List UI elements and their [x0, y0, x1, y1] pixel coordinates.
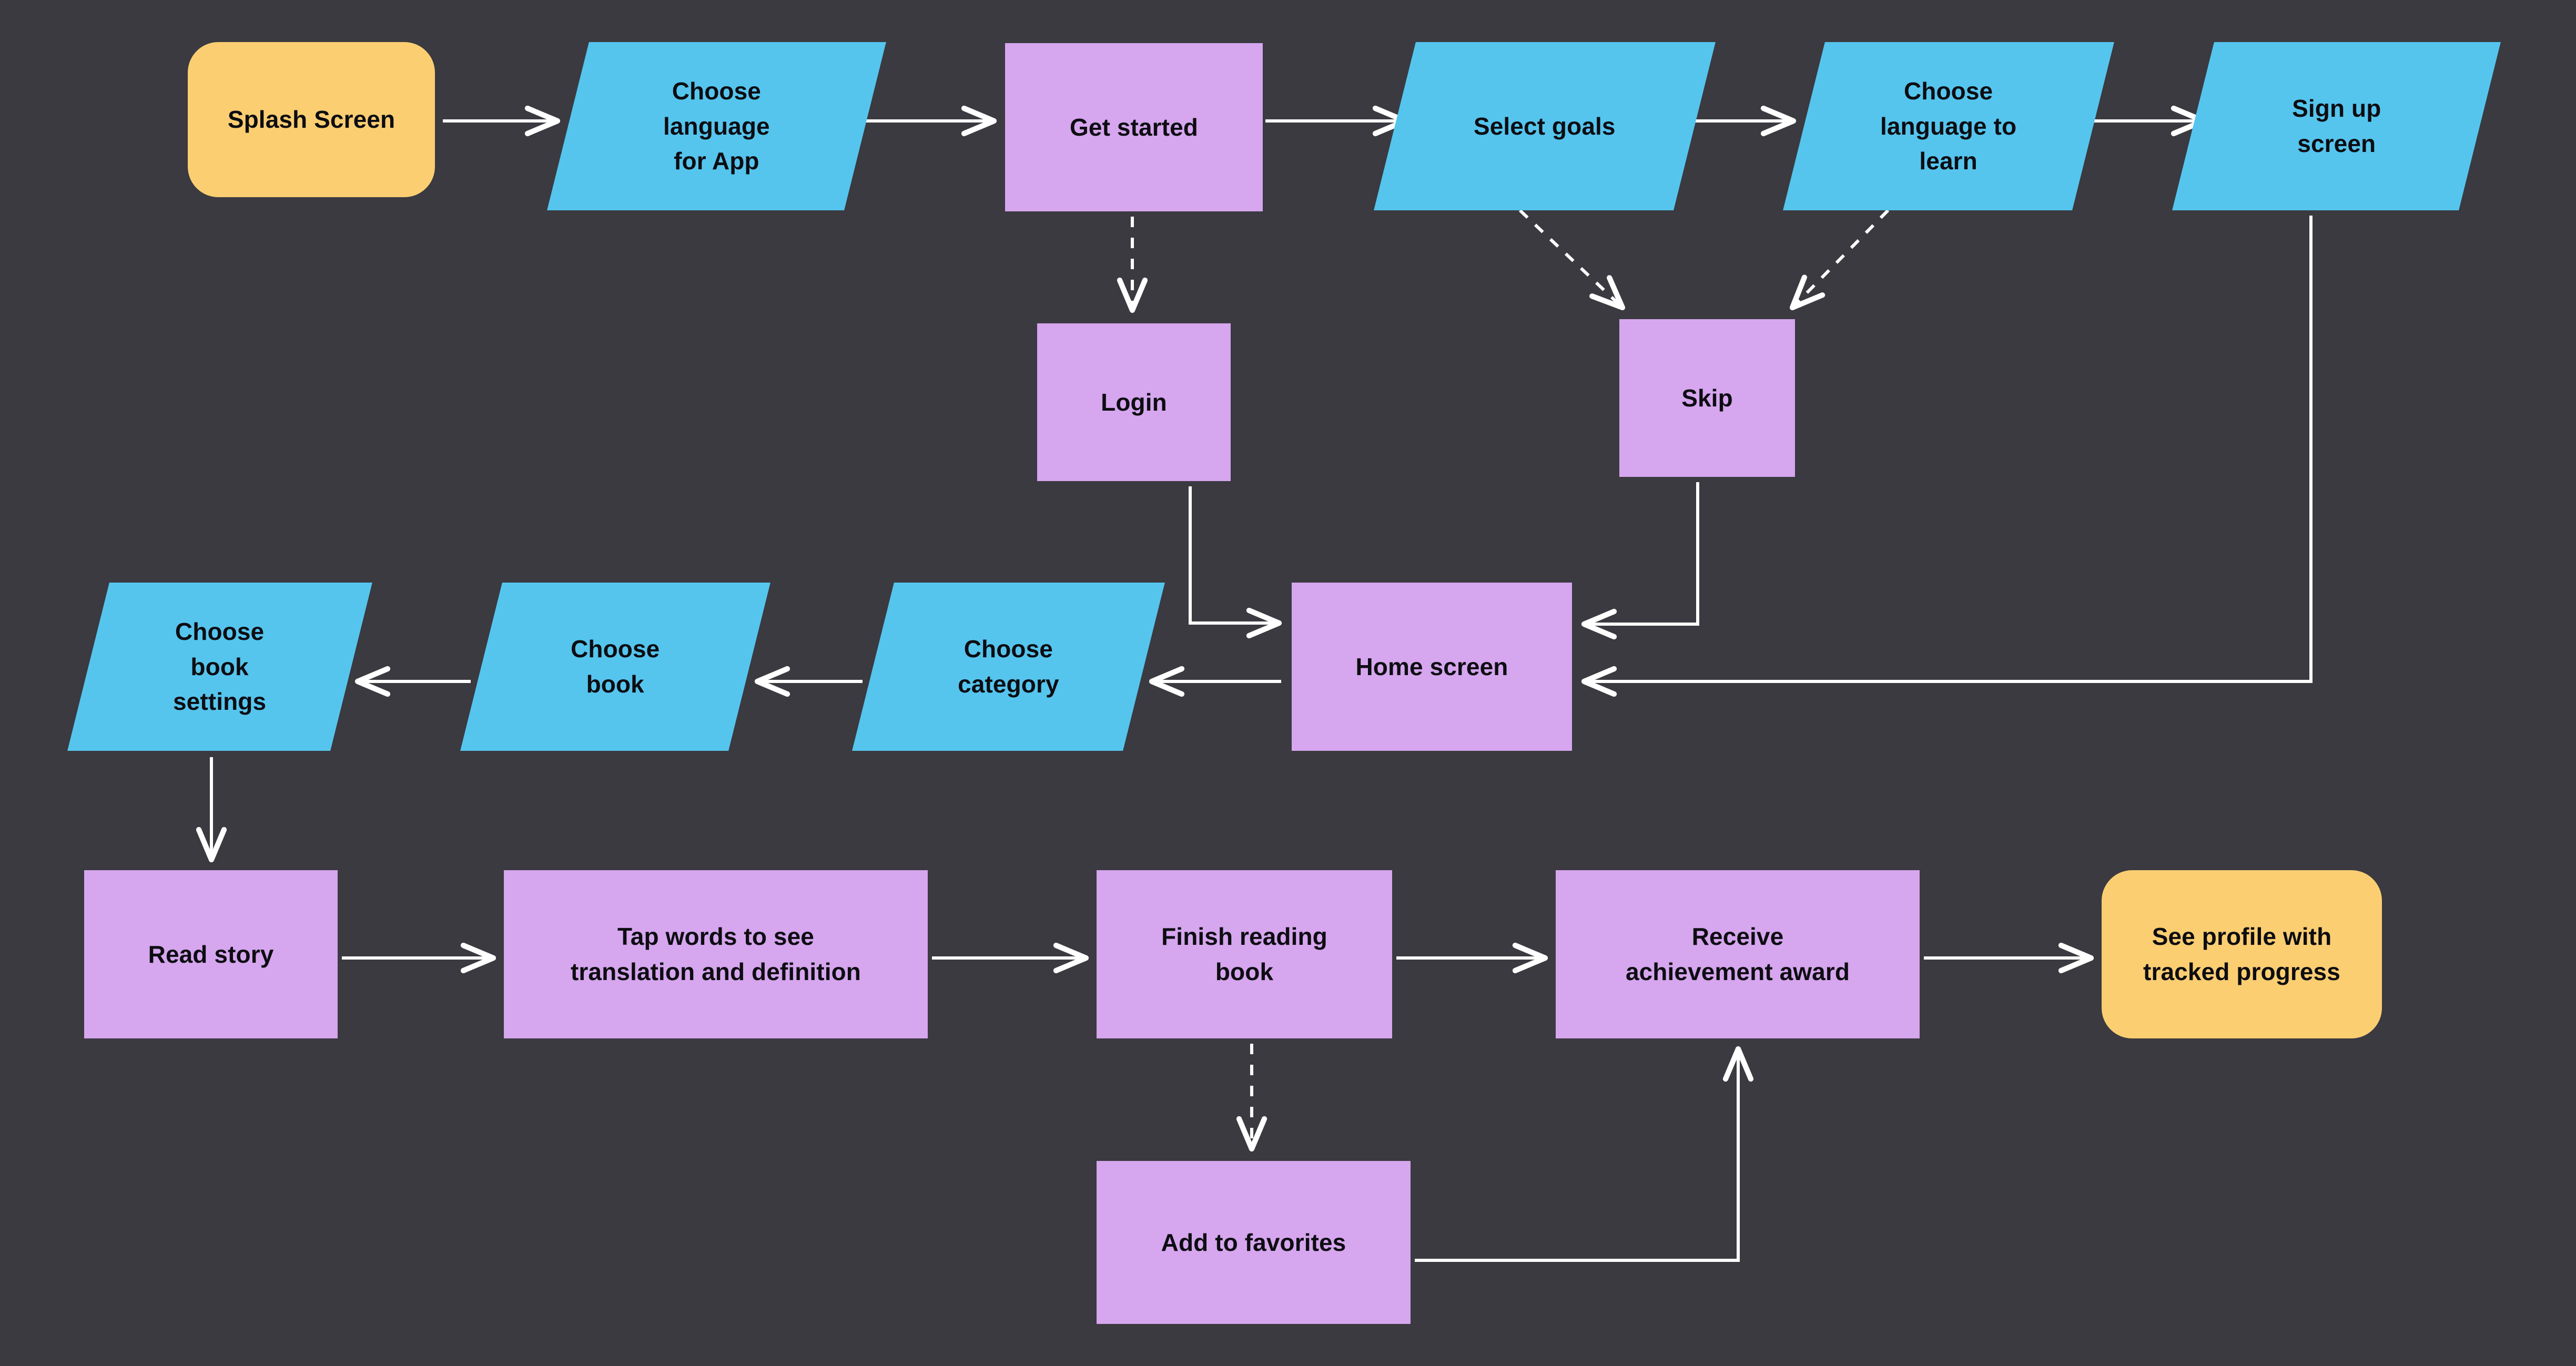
node-label-see-profile: See profile with tracked progress — [2143, 923, 2340, 985]
edge-e-selectgoals-to-skip — [1518, 209, 1626, 311]
node-label-add-to-favorites: Add to favorites — [1161, 1228, 1346, 1256]
node-tap-words[interactable]: Tap words to see translation and definit… — [504, 870, 928, 1038]
node-label-choose-book: Choose book — [571, 635, 660, 698]
node-receive-achievement[interactable]: Receive achievement award — [1556, 870, 1920, 1038]
node-label-choose-language-learn: Choose language to learn — [1880, 77, 2017, 175]
node-read-story[interactable]: Read story — [84, 870, 338, 1038]
node-home-screen[interactable]: Home screen — [1292, 583, 1572, 751]
node-label-finish-reading-book: Finish reading book — [1161, 923, 1327, 985]
node-label-select-goals: Select goals — [1474, 112, 1616, 140]
node-label-skip: Skip — [1681, 384, 1733, 412]
node-finish-reading-book[interactable]: Finish reading book — [1097, 870, 1392, 1038]
node-add-to-favorites[interactable]: Add to favorites — [1097, 1161, 1411, 1324]
node-label-receive-achievement: Receive achievement award — [1625, 923, 1850, 985]
node-choose-language-learn[interactable]: Choose language to learn — [1783, 42, 2114, 210]
node-get-started[interactable]: Get started — [1005, 43, 1263, 211]
node-login[interactable]: Login — [1037, 323, 1231, 481]
node-see-profile[interactable]: See profile with tracked progress — [2102, 870, 2382, 1038]
node-choose-language-app[interactable]: Choose language for App — [547, 42, 886, 210]
node-label-tap-words: Tap words to see translation and definit… — [570, 923, 861, 985]
node-choose-book[interactable]: Choose book — [460, 583, 770, 751]
node-label-read-story: Read story — [148, 940, 274, 968]
node-label-splash-screen: Splash Screen — [227, 106, 395, 134]
edge-e-chooselearn-to-skip — [1789, 209, 1890, 311]
node-label-get-started: Get started — [1070, 113, 1198, 141]
node-splash-screen[interactable]: Splash Screen — [188, 42, 435, 197]
edge-e-favorites-to-receive — [1415, 1046, 1754, 1262]
edge-e-login-to-home — [1189, 486, 1282, 639]
node-skip[interactable]: Skip — [1619, 319, 1795, 477]
edge-e-skip-to-home — [1581, 482, 1699, 640]
node-label-login: Login — [1101, 388, 1167, 416]
node-select-goals[interactable]: Select goals — [1374, 42, 1716, 210]
node-label-choose-category: Choose category — [958, 635, 1059, 698]
node-choose-category[interactable]: Choose category — [852, 583, 1165, 751]
node-label-sign-up-screen: Sign up screen — [2291, 95, 2381, 157]
node-choose-book-settings[interactable]: Choose book settings — [67, 583, 372, 751]
node-label-choose-book-settings: Choose book settings — [173, 617, 267, 716]
node-label-home-screen: Home screen — [1355, 653, 1508, 680]
node-sign-up-screen[interactable]: Sign up screen — [2172, 42, 2501, 210]
node-label-choose-language-app: Choose language for App — [663, 77, 770, 175]
